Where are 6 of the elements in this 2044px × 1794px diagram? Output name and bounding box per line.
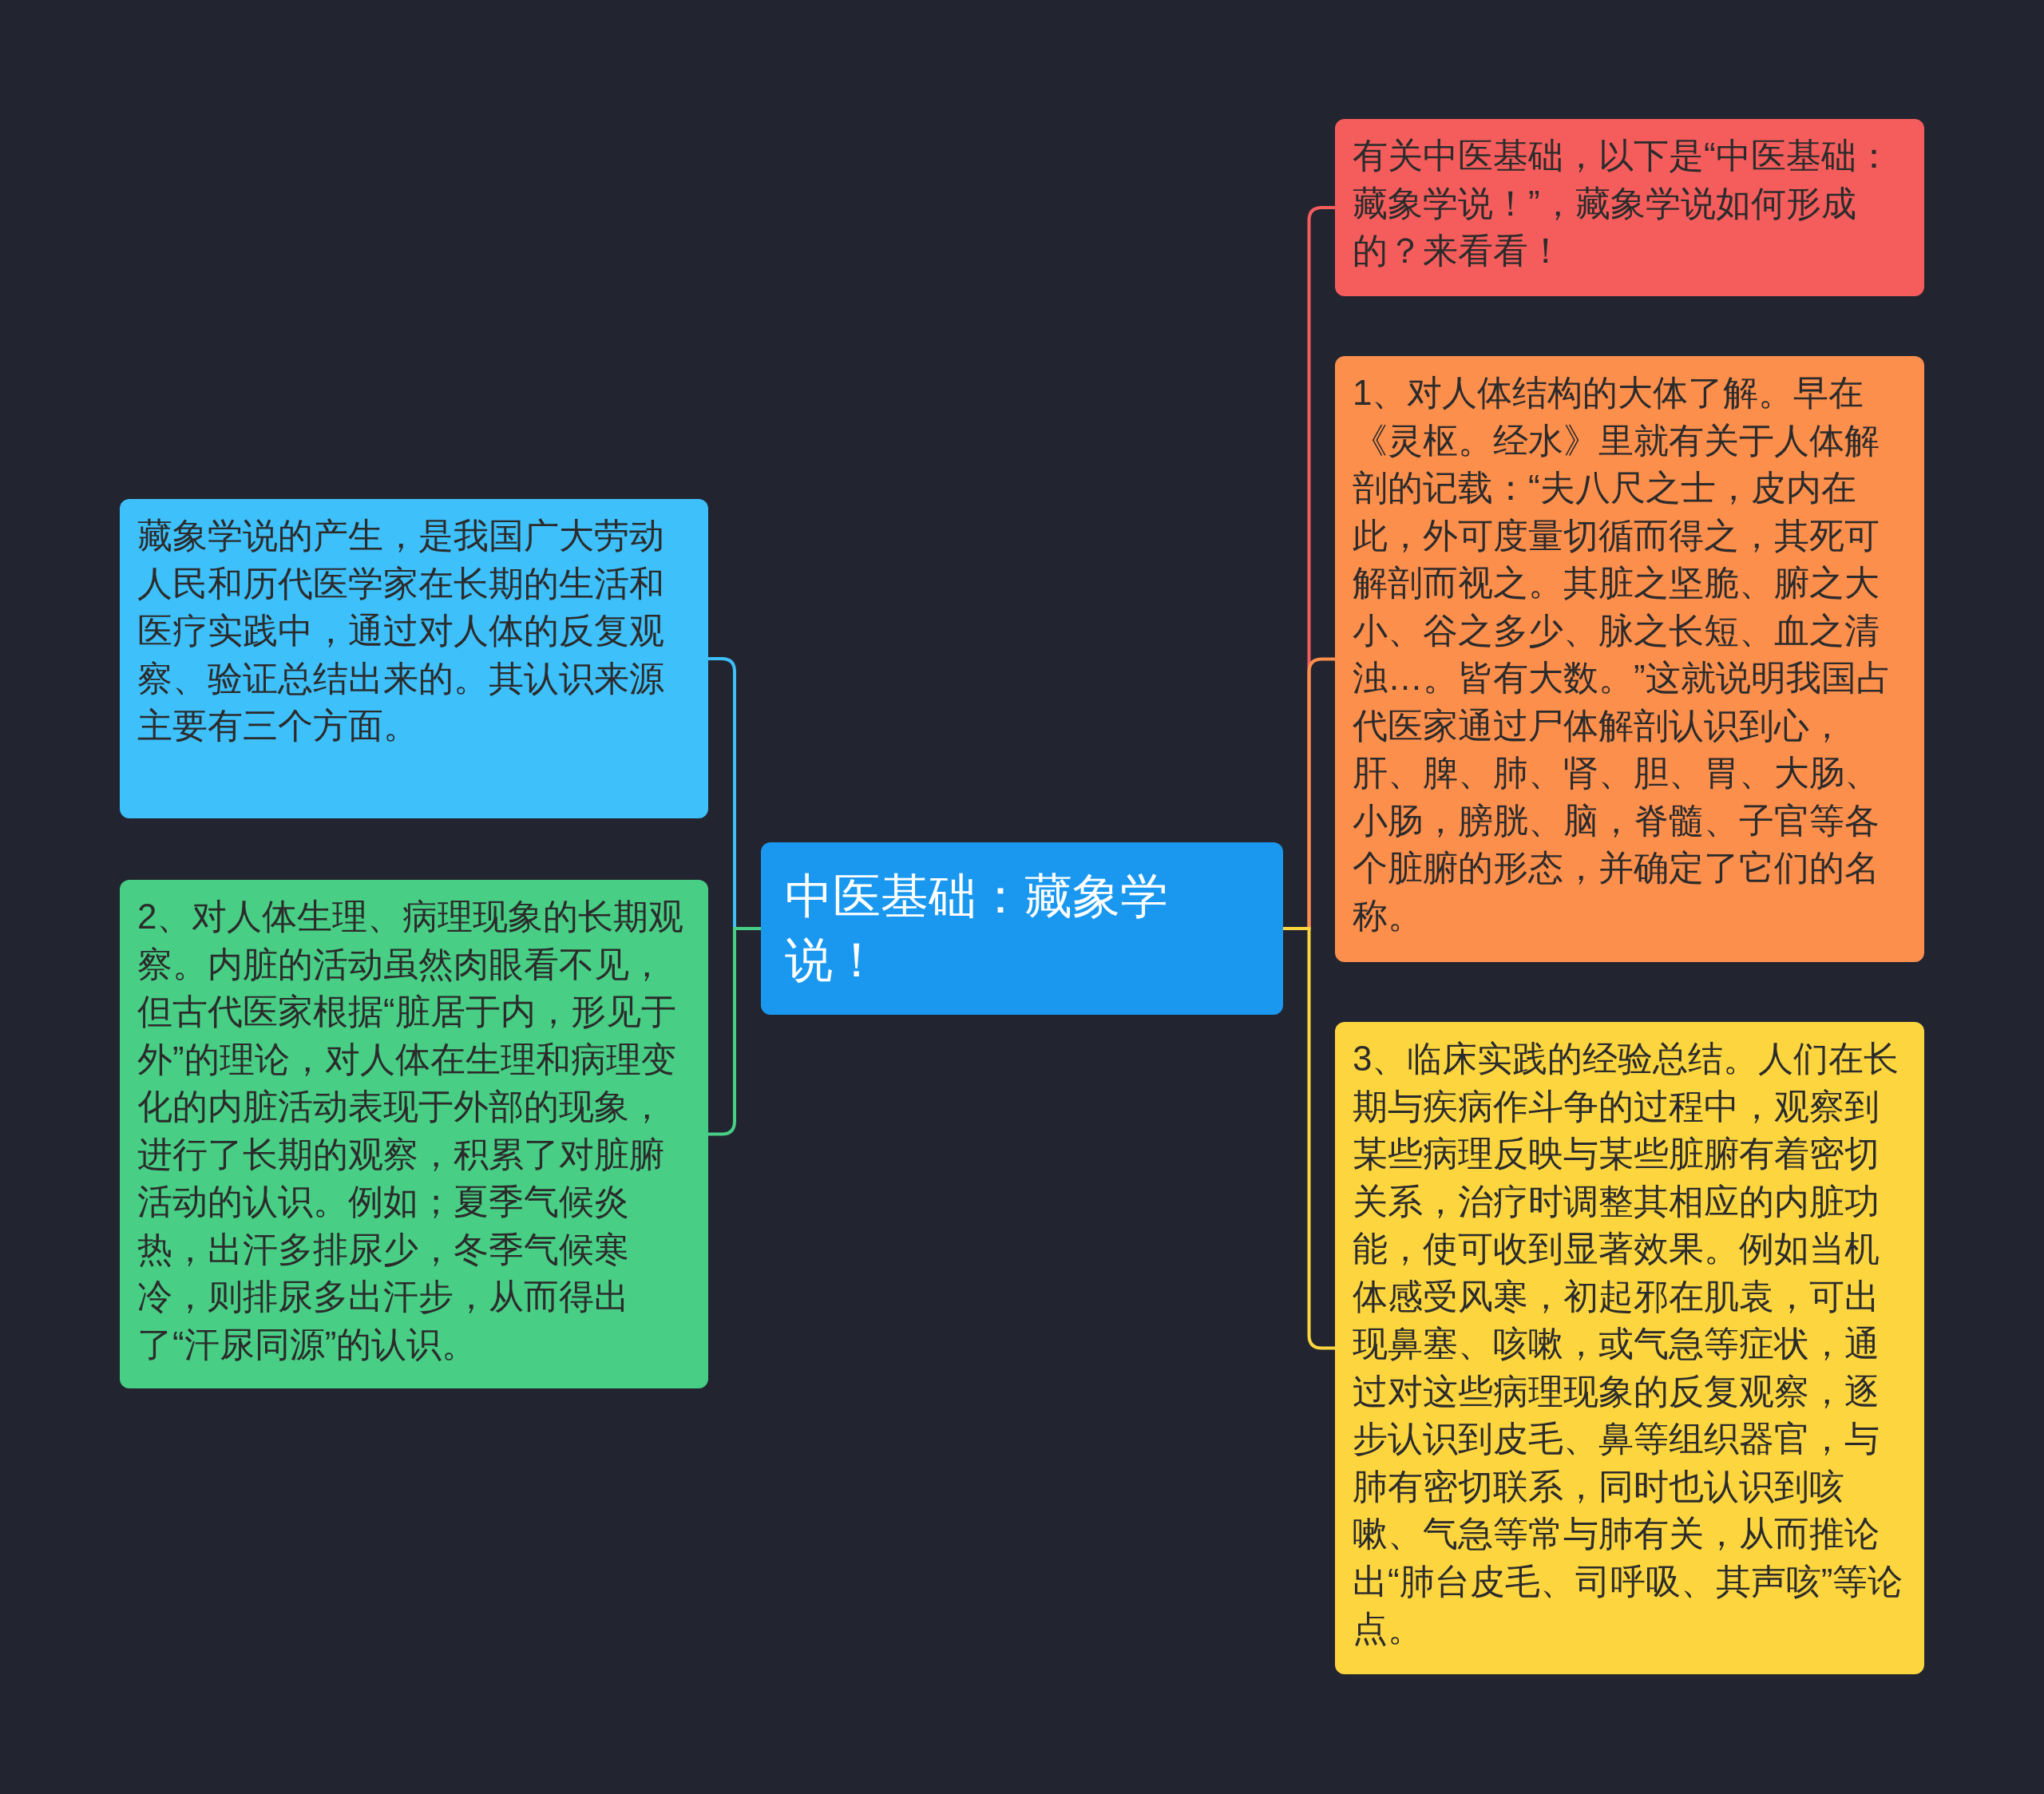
- topic-box: 1、对人体结构的大体了解。早在《灵枢。经水》里就有关于人体解剖的记载：“夫八尺之士，皮内在此，外可度量切循而得之，其死可解剖而视之。其脏之坚脆、腑之大小、谷之多少、脉之长短、血之清浊…。皆有大数。”这就说明我国占代医家通过尸体解剖认识到心，肝、脾、肺、肾、胆、胃、大肠、小肠，膀胱、脑，脊髓、子官等各个脏腑的形态，并确定了它们的名称。: [1335, 356, 1924, 962]
- topic-box: 2、对人体生理、病理现象的长期观察。内脏的活动虽然肉眼看不见，但古代医家根据“脏居于内，形见于外”的理论，对人体在生理和病理变化的内脏活动表现于外部的现象，进行了长期的观察，积累了对脏腑活动的认识。例如；夏季气候炎热，出汗多排尿少，冬季气候寒冷，则排尿多出汗步，从而得出了“汗尿同源”的认识。: [120, 880, 708, 1388]
- topic-box: 3、临床实践的经验总结。人们在长期与疾病作斗争的过程中，观察到某些病理反映与某些脏腑有着密切关系，治疗时调整其相应的内脏功能，使可收到显著效果。例如当机体感受风寒，初起邪在肌袁，可出现鼻塞、咳嗽，或气急等症状，通过对这些病理现象的反复观察，逐步认识到皮毛、鼻等组织器官，与肺有密切联系，同时也认识到咳嗽、气急等常与肺有关，从而推论出“肺台皮毛、司呼吸、其声咳”等论点。: [1335, 1022, 1924, 1674]
- topic-box: 藏象学说的产生，是我国广大劳动人民和历代医学家在长期的生活和医疗实践中，通过对人体的反复观察、验证总结出来的。其认识来源主要有三个方面。: [120, 499, 708, 818]
- central-topic-box: 中医基础：藏象学说！: [761, 842, 1283, 1015]
- topic-box: 有关中医基础，以下是“中医基础：藏象学说！”，藏象学说如何形成的？来看看！: [1335, 119, 1924, 296]
